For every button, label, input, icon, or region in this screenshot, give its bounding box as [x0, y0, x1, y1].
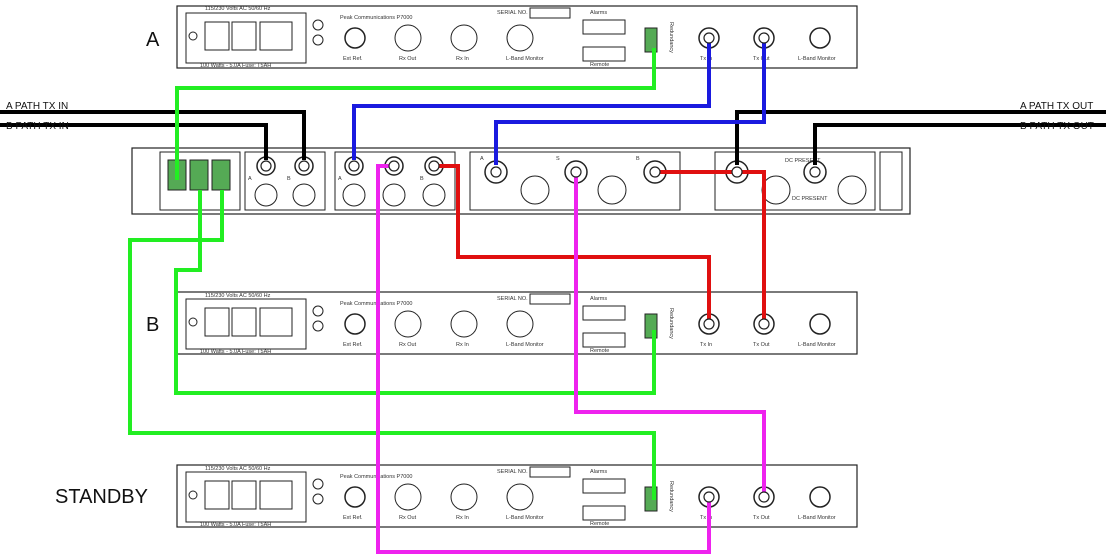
unit-standby-port-label-3: Rx In: [456, 515, 469, 521]
unit-a-power-rating: 115/230 Volts AC 50/60 Hz: [205, 6, 271, 12]
unit-b-alarms-label: Alarms: [590, 296, 607, 302]
unit-standby-port-label-5: Tx In: [700, 515, 712, 521]
cable-green-b: [174, 190, 656, 395]
unit-b-power-rating: 115/230 Volts AC 50/60 Hz: [205, 293, 271, 299]
cable-b-path-tx-out: [813, 123, 1106, 165]
unit-standby-redundancy-label: Redundancy: [668, 481, 674, 512]
unit-standby-label: STANDBY: [55, 486, 148, 508]
cable-green-a: [175, 48, 656, 180]
switch-dc-present-label-1: DC PRESENT: [785, 158, 821, 164]
unit-a-port-label-7: L-Band Monitor: [798, 56, 836, 62]
switch-port-letter-6: S: [556, 156, 560, 162]
unit-b-port-label-3: Rx In: [456, 342, 469, 348]
cable-blue-1: [352, 38, 711, 160]
label-b-path-tx-in: B PATH TX IN: [6, 121, 69, 132]
unit-standby-port-label-1: Ext Ref.: [343, 515, 363, 521]
unit-b-chassis: B 115/230 Volts AC 50/60 Hz 100 Watts - …: [146, 291, 858, 355]
unit-a-port-label-2: Rx Out: [399, 56, 417, 62]
label-a-path-tx-in: A PATH TX IN: [6, 101, 68, 112]
cable-magenta-1: [376, 164, 711, 554]
unit-standby-port-label-6: Tx Out: [753, 515, 770, 521]
connector-caps: [260, 32, 821, 503]
unit-a-port-label-4: L-Band Monitor: [506, 56, 544, 62]
unit-a-remote-label: Remote: [590, 62, 609, 68]
switch-panel: A B A B A S B DC PRESENT DC PRESENT: [131, 147, 911, 215]
cable-b-path-tx-in: [0, 123, 268, 160]
unit-standby-chassis: STANDBY 115/230 Volts AC 50/60 Hz 100 Wa…: [55, 464, 858, 528]
cable-red-1: [434, 164, 711, 324]
unit-standby-port-label-4: L-Band Monitor: [506, 515, 544, 521]
unit-b-serial-label: SERIAL NO.: [497, 296, 528, 302]
cable-green-standby: [128, 190, 656, 500]
cable-blue-2: [494, 38, 766, 165]
switch-port-letter-4: B: [420, 176, 424, 182]
unit-a-fuse-rating: 100 Watts - 5.0A Fuse: T5AH: [200, 63, 271, 69]
unit-standby-serial-label: SERIAL NO.: [497, 469, 528, 475]
unit-a-label: A: [146, 29, 160, 51]
label-a-path-tx-out: A PATH TX OUT: [1020, 101, 1093, 112]
unit-b-label: B: [146, 314, 159, 336]
cable-a-path-tx-out: [735, 110, 1106, 165]
unit-a-alarms-label: Alarms: [590, 10, 607, 16]
unit-b-port-label-7: L-Band Monitor: [798, 342, 836, 348]
unit-standby-remote-label: Remote: [590, 521, 609, 527]
unit-b-port-label-4: L-Band Monitor: [506, 342, 544, 348]
unit-b-port-label-1: Ext Ref.: [343, 342, 363, 348]
unit-b-port-label-6: Tx Out: [753, 342, 770, 348]
unit-b-fuse-rating: 100 Watts - 5.0A Fuse: T5AH: [200, 349, 271, 355]
switch-port-letter-5: A: [480, 156, 484, 162]
unit-a-chassis: A 115/230 Volts AC 50/60 Hz 100 Watts - …: [146, 5, 858, 69]
unit-a-port-label-6: Tx Out: [753, 56, 770, 62]
unit-a-port-label-5: Tx In: [700, 56, 712, 62]
switch-port-letter-1: A: [248, 176, 252, 182]
unit-b-remote-label: Remote: [590, 348, 609, 354]
unit-a-model: Peak Communications P7000: [340, 15, 412, 21]
unit-a-port-label-3: Rx In: [456, 56, 469, 62]
unit-standby-fuse-rating: 100 Watts - 5.0A Fuse: T5AH: [200, 522, 271, 528]
unit-a-redundancy-label: Redundancy: [668, 22, 674, 53]
unit-b-port-label-2: Rx Out: [399, 342, 417, 348]
cables: [0, 38, 1106, 554]
unit-standby-alarms-label: Alarms: [590, 469, 607, 475]
switch-port-letter-3: A: [338, 176, 342, 182]
switch-dc-present-label-2: DC PRESENT: [792, 196, 828, 202]
unit-standby-power-rating: 115/230 Volts AC 50/60 Hz: [205, 466, 271, 472]
cable-magenta-2: [574, 172, 766, 497]
cable-a-path-tx-in: [0, 110, 306, 160]
cable-red-2: [655, 170, 766, 324]
unit-a-serial-label: SERIAL NO.: [497, 10, 528, 16]
label-b-path-tx-out: B PATH TX OUT: [1020, 121, 1094, 132]
switch-port-letter-2: B: [287, 176, 291, 182]
unit-b-port-label-5: Tx In: [700, 342, 712, 348]
switch-port-letter-7: B: [636, 156, 640, 162]
unit-standby-port-label-2: Rx Out: [399, 515, 417, 521]
unit-standby-port-label-7: L-Band Monitor: [798, 515, 836, 521]
unit-a-port-label-1: Ext Ref.: [343, 56, 363, 62]
unit-b-redundancy-label: Redundancy: [668, 308, 674, 339]
